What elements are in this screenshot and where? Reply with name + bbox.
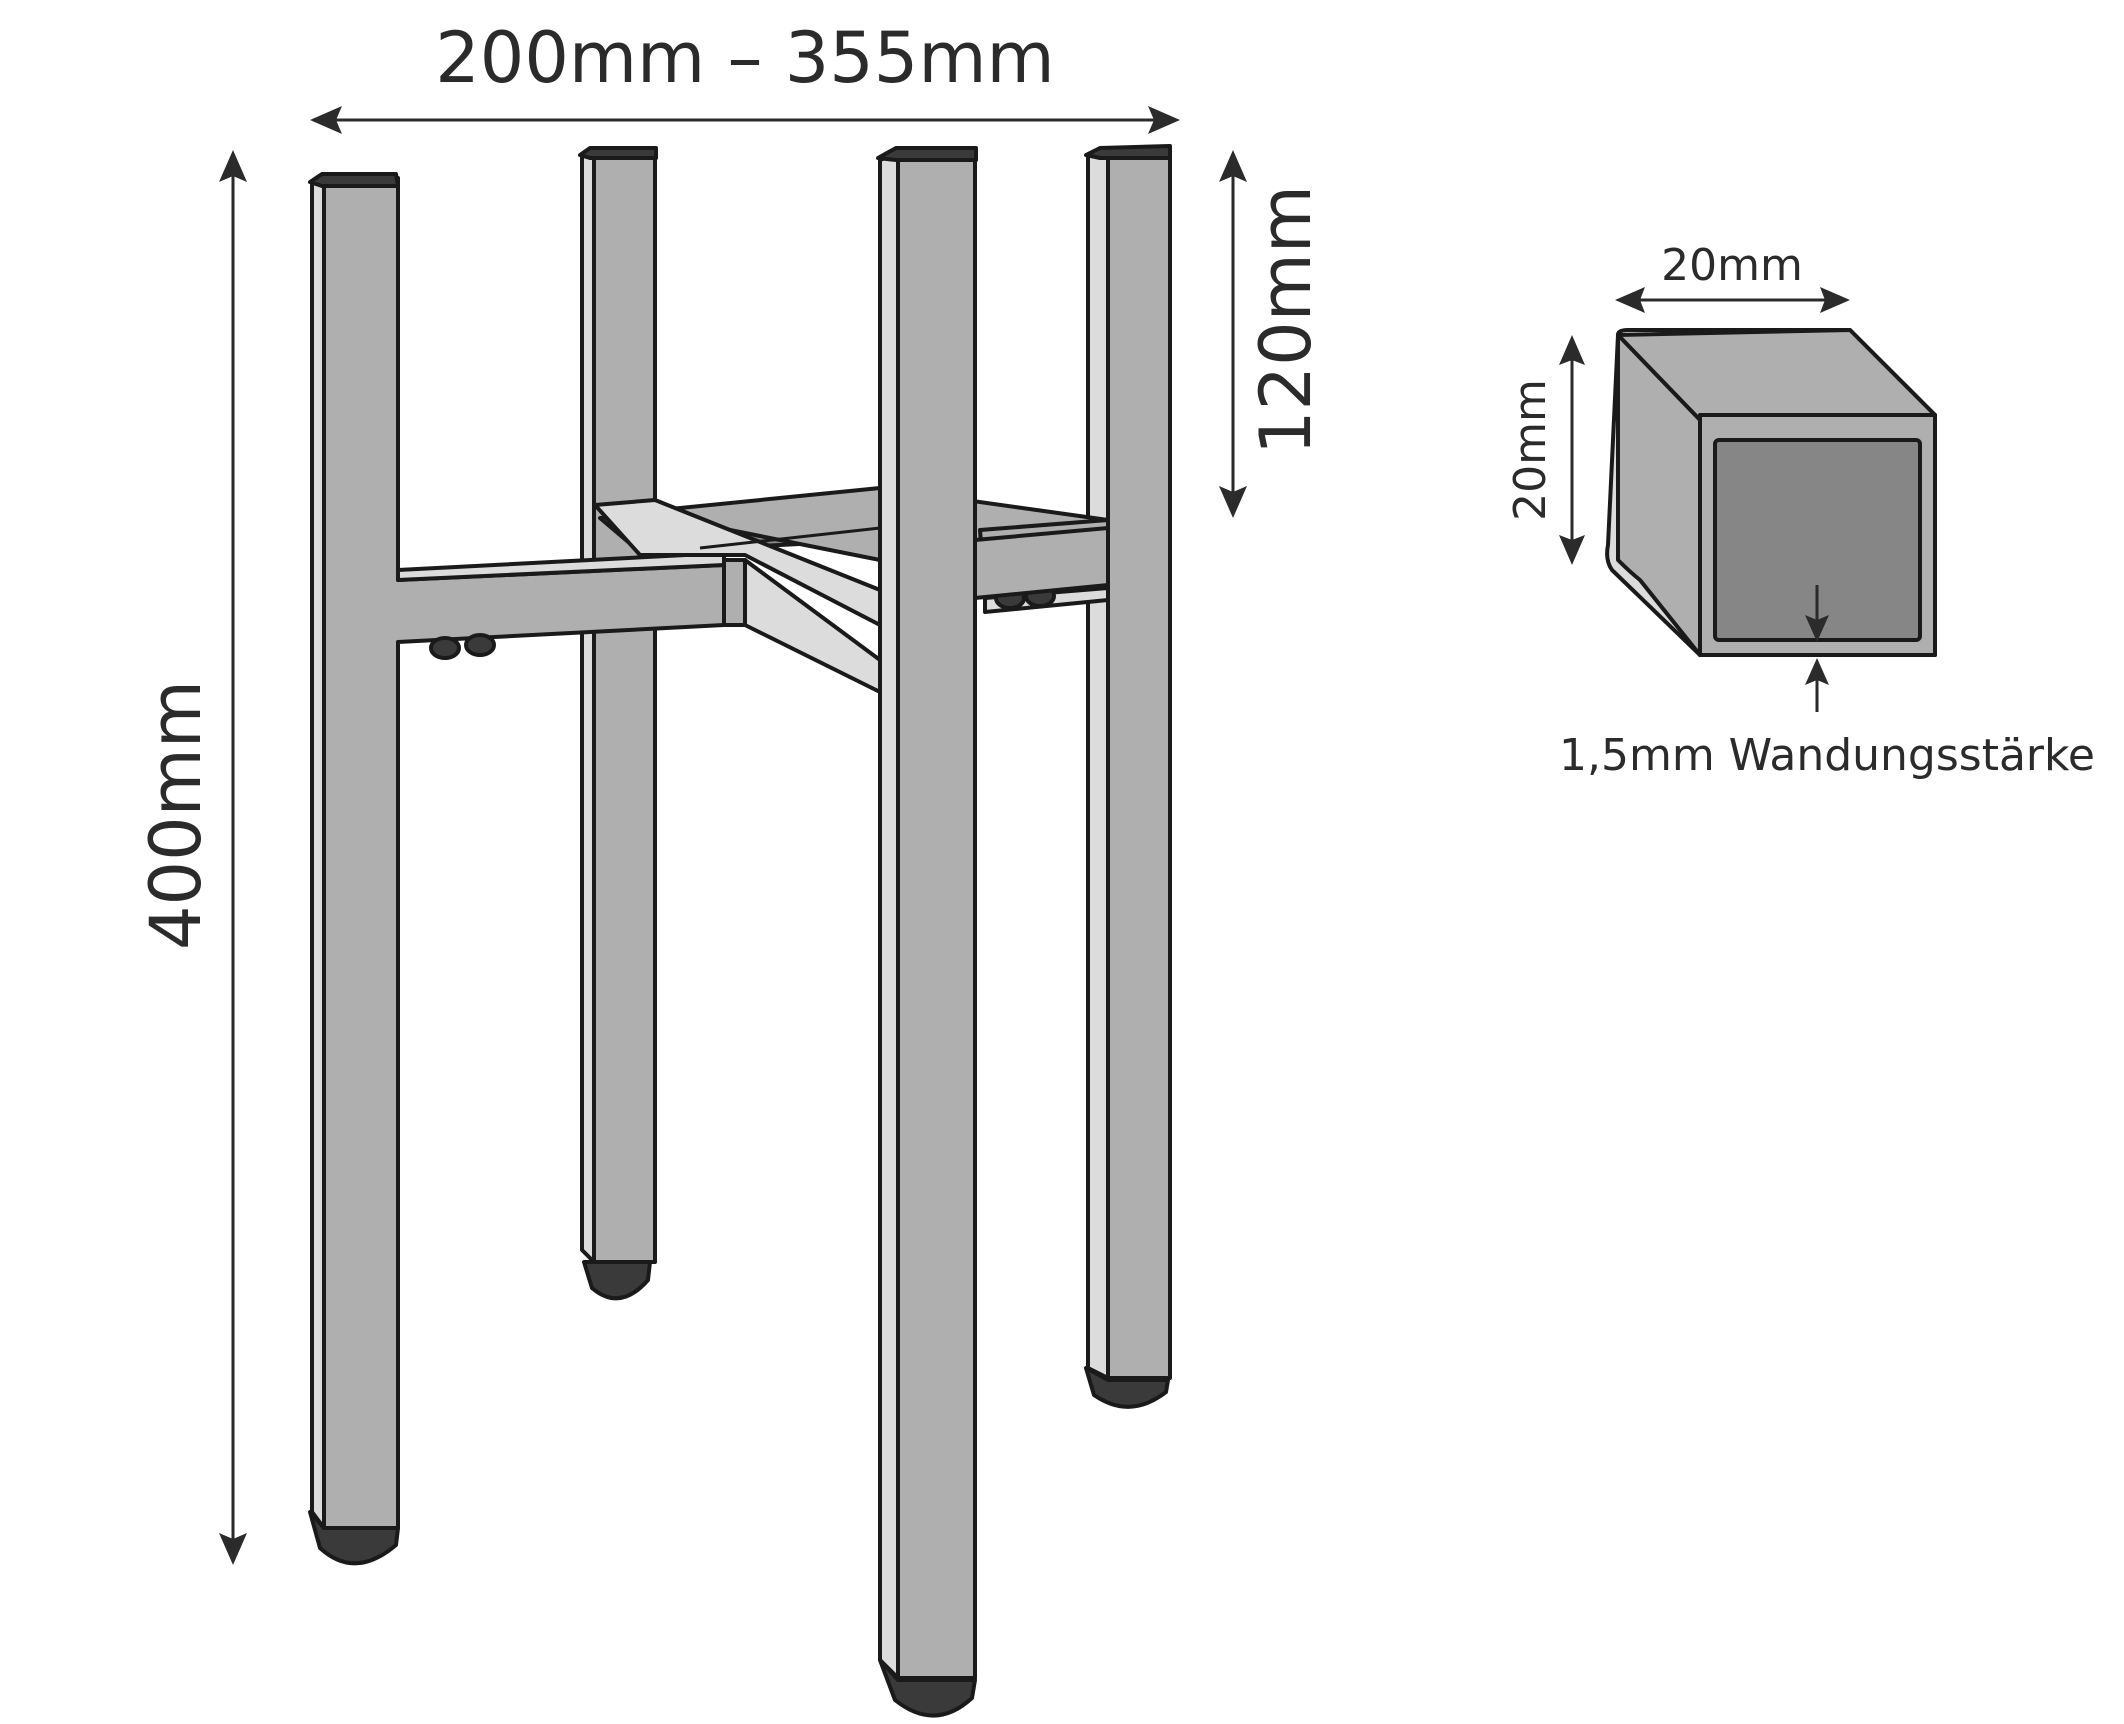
wall-thickness-label: 1,5mm Wandungsstärke [1559, 730, 2095, 781]
ring-height-arrow-bottom-icon [1219, 486, 1247, 518]
width-label: 200mm – 355mm [435, 17, 1054, 99]
height-arrow-bottom-icon [219, 1533, 247, 1565]
ring-height-label: 120mm [1245, 185, 1327, 455]
ring-height-arrow-top-icon [1219, 150, 1247, 182]
profile-height-arrow-top-icon [1559, 335, 1585, 365]
width-arrow-left-icon [310, 106, 342, 134]
profile-width-arrow-left-icon [1615, 287, 1645, 313]
profile-width-arrow-right-icon [1820, 287, 1850, 313]
leg-front-center [876, 146, 1110, 1718]
width-dimension: 200mm – 355mm [310, 17, 1180, 134]
profile-height-label: 20mm [1505, 379, 1556, 521]
height-arrow-top-icon [219, 150, 247, 182]
wall-arrow-down-icon [1805, 615, 1829, 642]
ring-height-dimension: 120mm [1219, 150, 1327, 518]
leg-front-left [308, 172, 726, 1566]
leg-back-right [1084, 144, 1172, 1409]
width-arrow-right-icon [1148, 106, 1180, 134]
profile-height-arrow-bottom-icon [1559, 535, 1585, 565]
plant-stand [308, 144, 1172, 1718]
wall-arrow-up-icon [1805, 658, 1829, 685]
profile-width-label: 20mm [1661, 240, 1803, 291]
height-label: 400mm [135, 680, 217, 950]
square-tube [1605, 328, 1937, 657]
height-dimension: 400mm [135, 150, 247, 1565]
profile-section: 20mm 20mm 1,5mm Wandungsstärke [1505, 240, 2095, 781]
leg-back-left [578, 146, 658, 1301]
